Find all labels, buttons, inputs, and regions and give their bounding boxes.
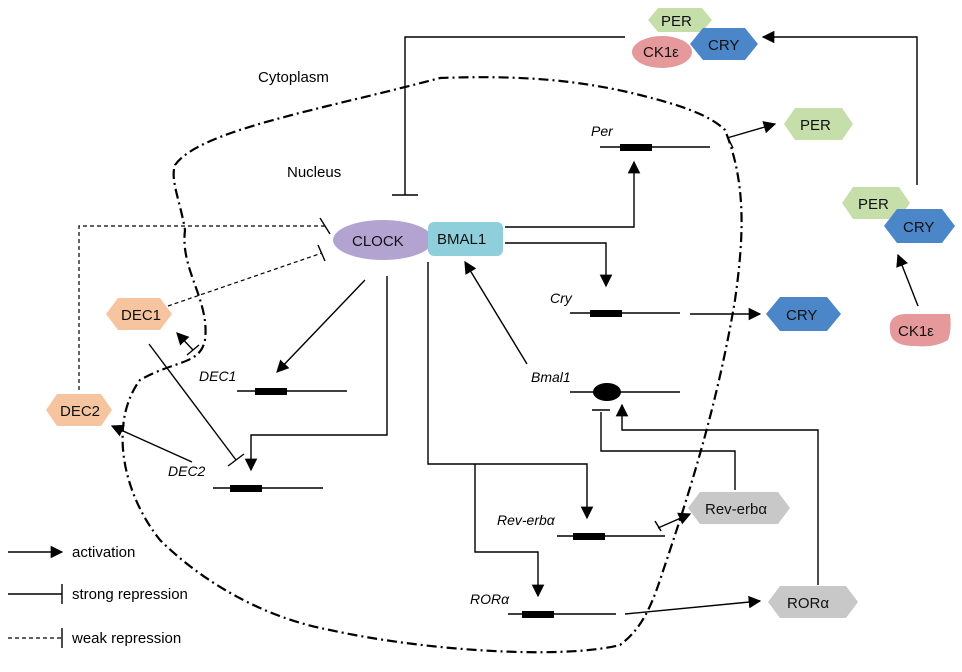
dec1-weak-represses-clock xyxy=(167,244,326,307)
bmal1-gene: Bmal1 xyxy=(531,369,680,401)
legend-activation-label: activation xyxy=(72,544,135,561)
cry-right-label: CRY xyxy=(786,307,817,324)
cry-gene: Cry xyxy=(550,290,680,317)
rev-erba-gene-to-protein xyxy=(657,512,692,529)
per-top-label: PER xyxy=(661,13,692,30)
per-right-label: PER xyxy=(800,117,831,134)
dec1-gene: DEC1 xyxy=(199,368,347,395)
ck1e-right-label: CK1ε xyxy=(898,323,934,340)
dec2-node xyxy=(46,394,112,426)
dec2-gene: DEC2 xyxy=(168,463,323,492)
per-ck1e-cry-complex-top: PER CK1ε CRY xyxy=(632,8,758,68)
per-right-node xyxy=(784,108,853,140)
rora-label: RORα xyxy=(787,595,829,612)
legend-weak-repression-label: weak repression xyxy=(71,630,181,647)
per-mid-label: PER xyxy=(858,196,889,213)
rev-erba-node xyxy=(688,492,790,524)
dec2-weak-represses-clock xyxy=(78,217,331,390)
rora-activates-bmal1 xyxy=(615,403,819,585)
dec2-label: DEC2 xyxy=(60,403,100,420)
rev-erba-gene-label: Rev-erbα xyxy=(497,512,556,528)
clock-activates-rora-gene xyxy=(474,464,545,598)
dec1-represses-dec2-gene xyxy=(148,343,245,467)
cry-gene-label: Cry xyxy=(550,290,573,306)
clock-activates-rev-erba-gene xyxy=(427,262,594,520)
rev-erba-label: Rev-erbα xyxy=(705,501,767,518)
rev-erba-gene: Rev-erbα xyxy=(497,512,665,540)
dec1-node xyxy=(106,298,172,330)
per-gene-label: Per xyxy=(591,123,614,139)
ck1e-top-label: CK1ε xyxy=(643,44,679,61)
ck1e-right-node xyxy=(889,314,951,347)
nucleus-boundary xyxy=(121,76,743,654)
per-top-node xyxy=(648,8,712,32)
ck1e-top-node xyxy=(632,36,692,68)
rora-node xyxy=(768,586,858,618)
dec1-label: DEC1 xyxy=(121,307,161,324)
bmal1-label: BMAL1 xyxy=(437,231,486,248)
rora-gene: RORα xyxy=(470,591,616,618)
bmal1-activates-per xyxy=(505,160,641,228)
rora-gene-label: RORα xyxy=(470,591,510,607)
rora-gene-to-protein xyxy=(624,595,762,615)
ck1e-to-complex-arrow xyxy=(896,253,919,307)
rev-erba-represses-bmal1 xyxy=(592,409,736,490)
cry-right-node xyxy=(766,297,841,331)
complex-represses-clock xyxy=(392,36,625,196)
nucleus-label: Nucleus xyxy=(287,164,341,181)
per-gene: Per xyxy=(591,123,710,151)
cry-mid-node xyxy=(884,209,955,243)
bmal1-gene-to-bmal1-protein xyxy=(464,260,528,365)
legend: activation strong repression weak repres… xyxy=(8,544,188,648)
cry-top-node xyxy=(690,28,758,60)
per-cry-complex-mid: PER CRY xyxy=(842,187,955,243)
clock-label: CLOCK xyxy=(352,233,404,250)
clock-activates-dec1-gene xyxy=(276,279,366,373)
clock-node xyxy=(333,220,433,260)
dec2-gene-label: DEC2 xyxy=(168,463,206,479)
cry-top-label: CRY xyxy=(708,37,739,54)
per-mid-node xyxy=(842,187,910,219)
legend-strong-repression-label: strong repression xyxy=(72,586,188,603)
per-gene-to-per-protein xyxy=(726,121,777,139)
cytoplasm-label: Cytoplasm xyxy=(258,69,329,86)
bmal1-node xyxy=(428,222,503,256)
bmal1-gene-label: Bmal1 xyxy=(531,369,571,385)
clock-activates-dec2-gene xyxy=(244,276,388,472)
bmal1-activates-cry xyxy=(505,242,613,288)
cry-mid-label: CRY xyxy=(903,219,934,236)
dec2-gene-to-dec2-protein xyxy=(110,424,193,463)
dec1-gene-label: DEC1 xyxy=(199,368,236,384)
dec1-self-repression xyxy=(176,332,200,356)
mid-to-top-complex-arrow xyxy=(761,30,918,185)
